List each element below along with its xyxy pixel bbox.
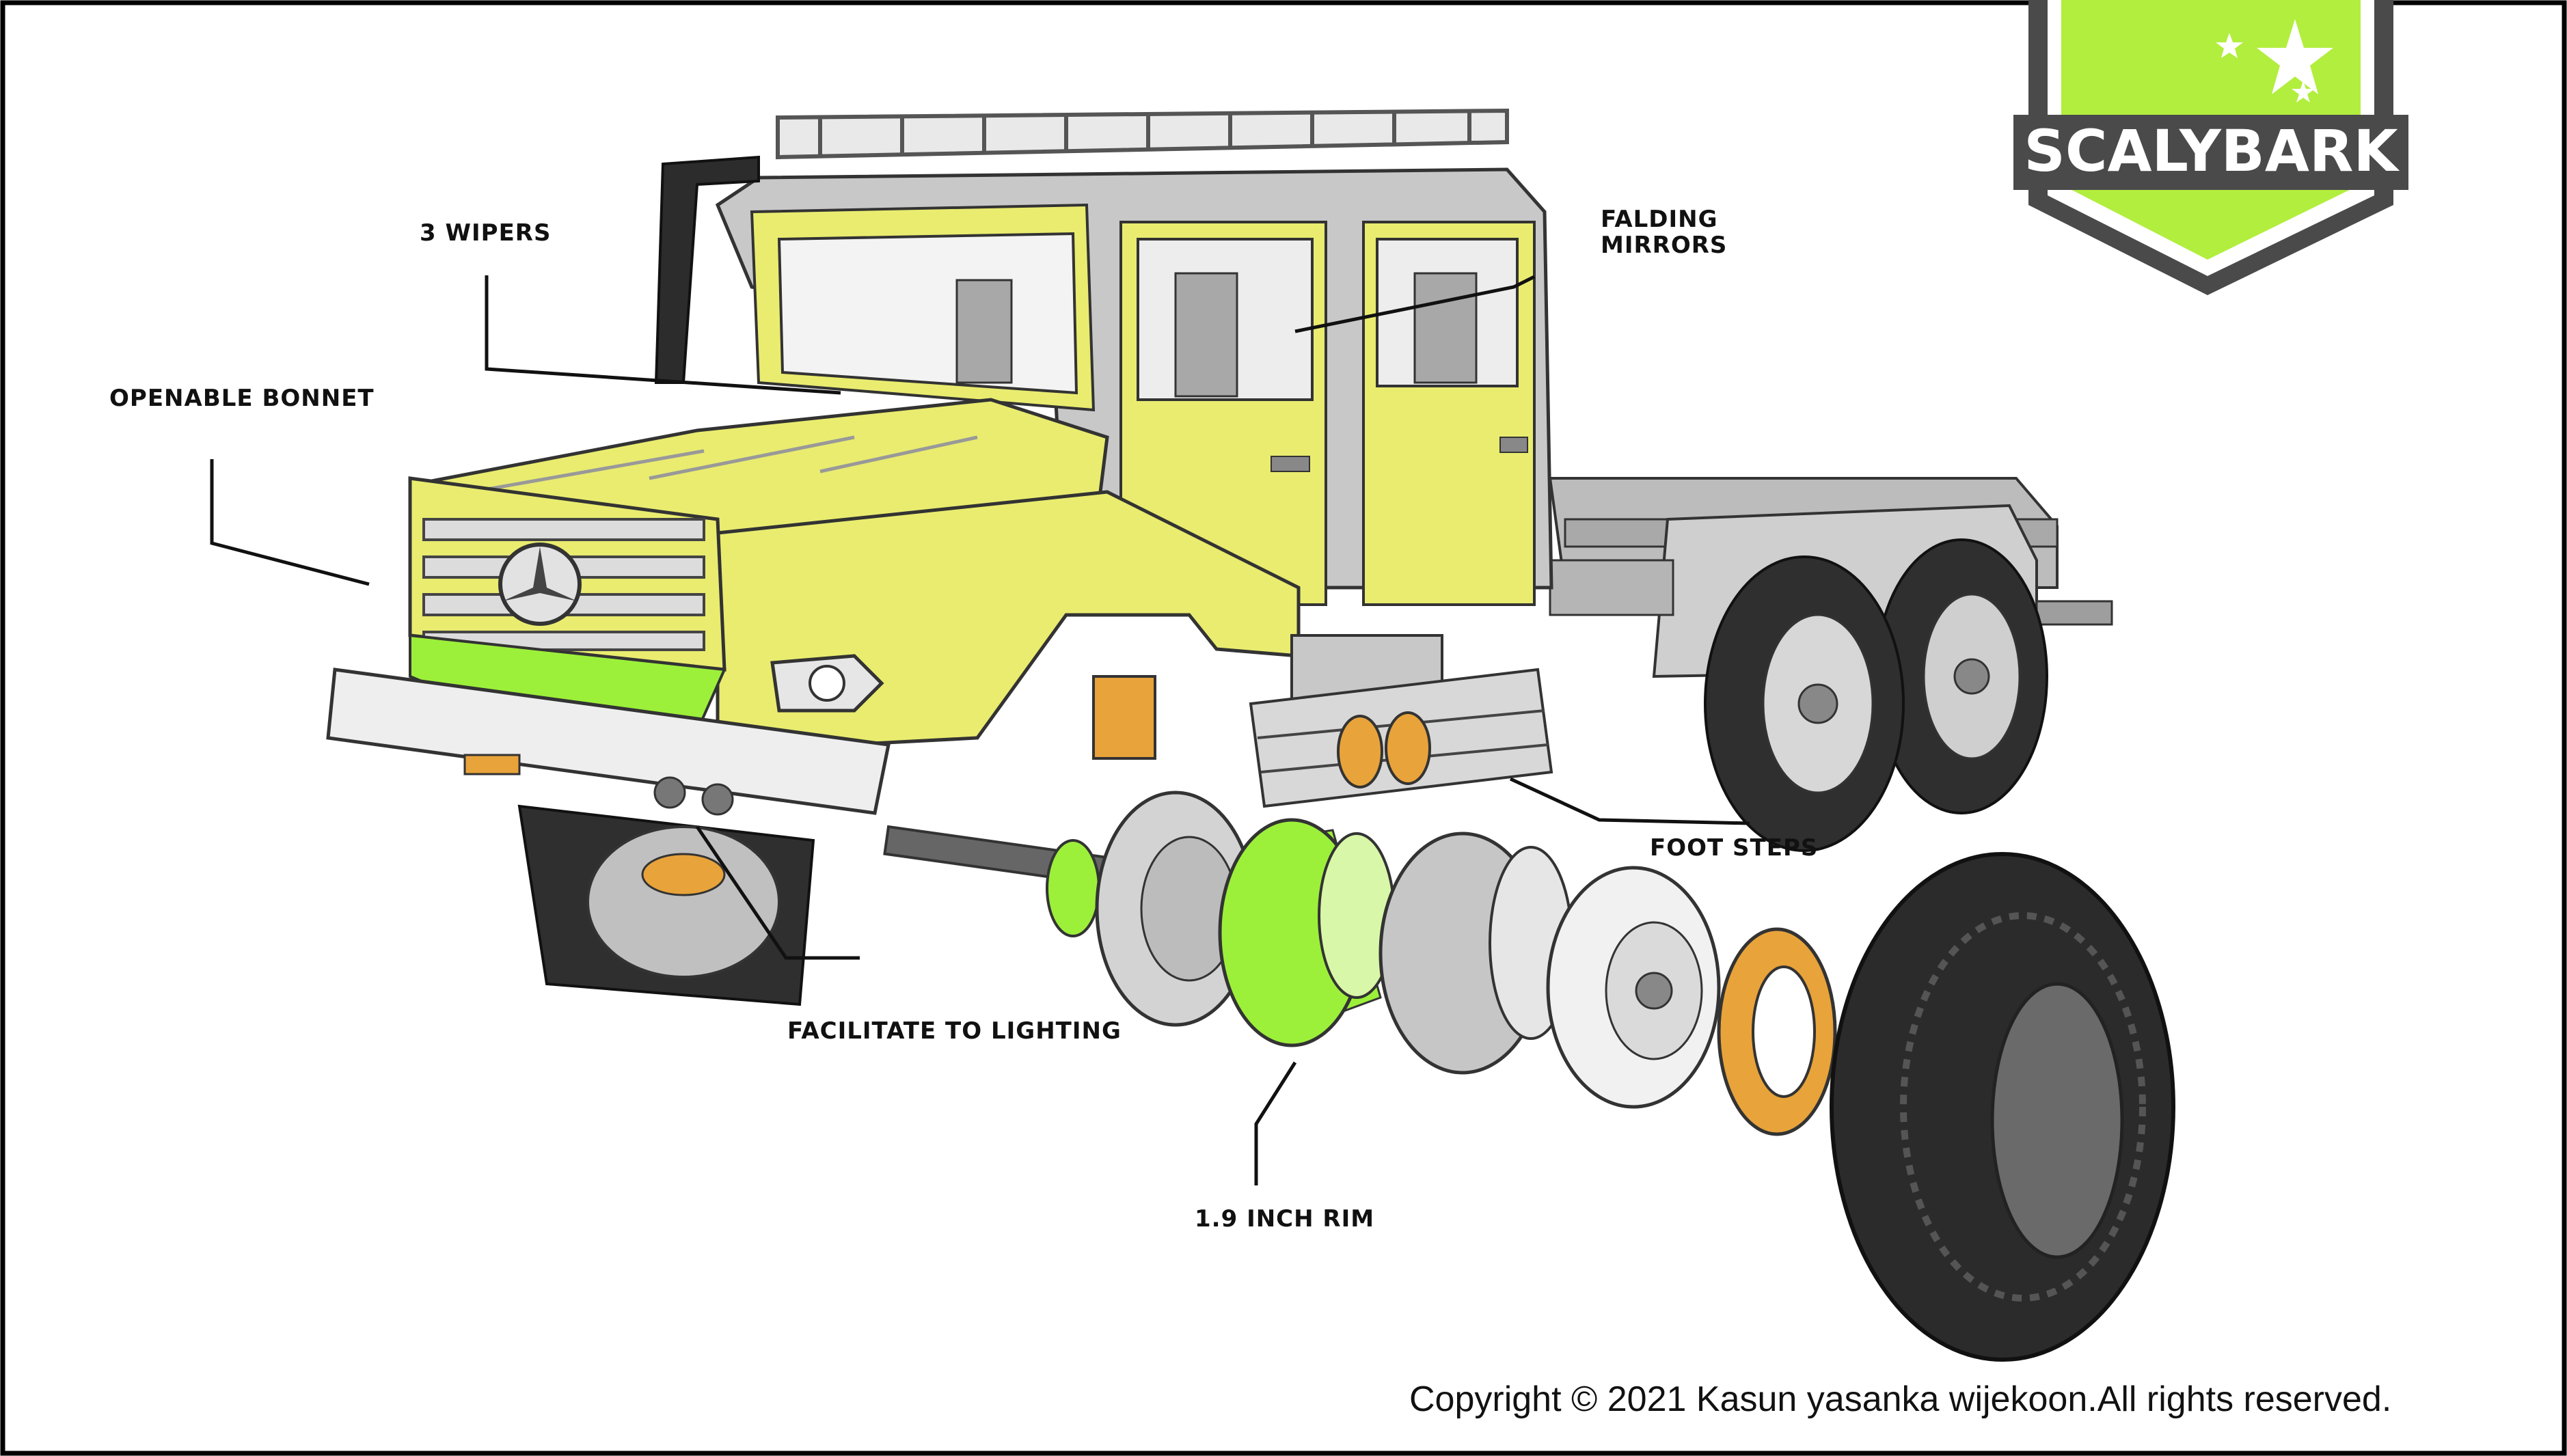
leader-lines (210, 275, 1750, 1185)
exploded-wheel-assembly (1046, 791, 2175, 1362)
rear-wheel-front (1704, 555, 1905, 852)
cab (654, 108, 1553, 606)
star-icon (2216, 33, 2243, 58)
big-tire (1830, 852, 2175, 1362)
wheel-face (1546, 866, 1721, 1109)
star-icon (2257, 19, 2333, 94)
orange-beadlock-ring (1717, 927, 1837, 1136)
star-icon (2292, 81, 2315, 102)
logo-text: SCALYBARK (2024, 118, 2400, 184)
callout-rim-size: 1.9 INCH RIM (1195, 1205, 1375, 1233)
roof-rack (776, 108, 1509, 160)
leader-line-foot-steps (1509, 777, 1750, 825)
leader-line-bonnet (210, 459, 370, 586)
leader-line-wipers (485, 275, 841, 395)
front-body (326, 398, 1301, 816)
callout-wipers: 3 WIPERS (420, 219, 552, 247)
undercarriage (883, 634, 1553, 888)
leader-line-rim (1254, 1061, 1297, 1185)
callout-falding-mirrors-line2: MIRRORS (1601, 232, 1728, 259)
tire-insert-ring (1378, 832, 1573, 1075)
scalybark-logo: SCALYBARK (2013, 0, 2408, 295)
front-wheel (517, 804, 815, 1006)
leader-line-mirrors (1294, 275, 1536, 333)
callout-foot-steps: FOOT STEPS (1650, 834, 1819, 862)
copyright-notice: Copyright © 2021 Kasun yasanka wijekoon.… (1409, 1379, 2392, 1419)
rim-1-9-inch (1218, 818, 1396, 1047)
orange-cylinders (1337, 711, 1431, 788)
front-bumper (326, 668, 891, 815)
callout-falding-mirrors-line1: FALDING (1601, 206, 1718, 233)
leader-line-lighting (695, 825, 860, 960)
rear-wheel-back (1875, 538, 2048, 814)
hub-green (1046, 839, 1100, 937)
callout-openable-bonnet: OPENABLE BONNET (109, 385, 375, 412)
callout-facilitate-lighting: FACILITATE TO LIGHTING (787, 1017, 1122, 1045)
